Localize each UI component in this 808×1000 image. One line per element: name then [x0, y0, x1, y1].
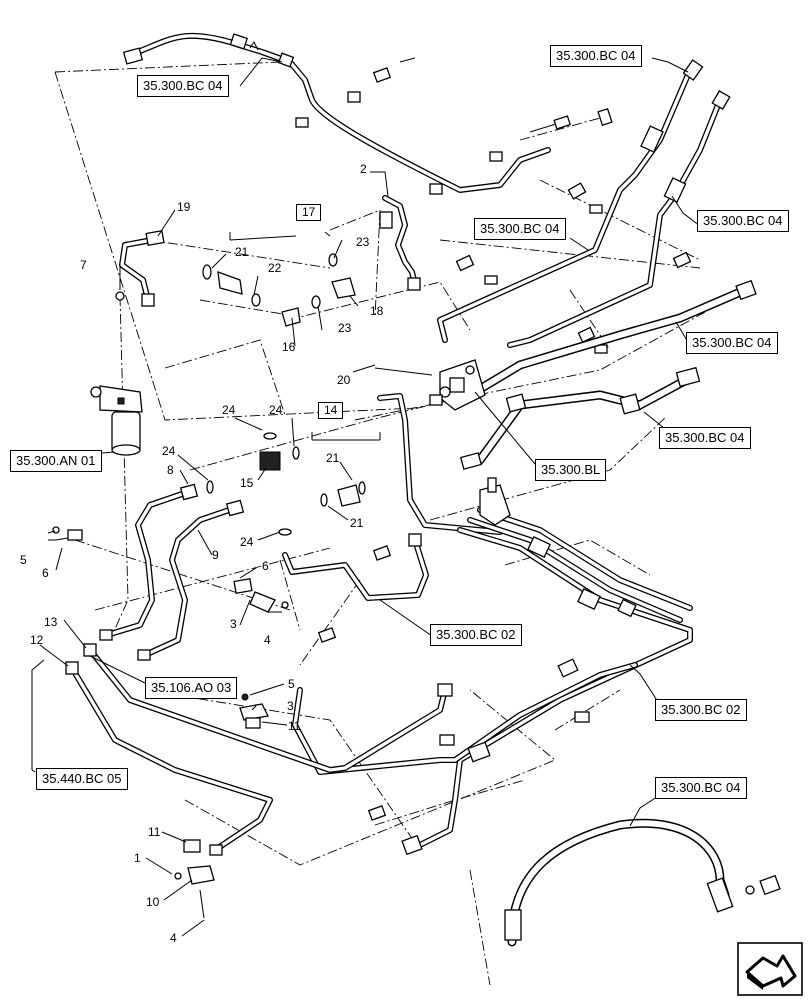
ref-bc04-right-lower[interactable]: 35.300.BC 04: [659, 427, 751, 449]
next-page-arrow-icon[interactable]: [737, 942, 803, 996]
callout-12: 12: [30, 633, 44, 647]
leader-lines: [31, 57, 701, 937]
part-2-tube: [379, 195, 421, 291]
ref-bc02-right[interactable]: 35.300.BC 02: [655, 699, 747, 721]
callout-5-center: 5: [288, 677, 295, 691]
top-tube-assembly: [122, 32, 551, 193]
fittings-group-17: [115, 229, 356, 327]
tube-bc02-center: [282, 533, 429, 643]
ref-bc04-top-left[interactable]: 35.300.BC 04: [137, 75, 229, 97]
lower-long-tubes: [65, 643, 453, 856]
callout-6-center: 6: [262, 559, 269, 573]
callout-15: 15: [240, 476, 254, 490]
callout-20: 20: [337, 373, 351, 387]
top-tube-clamps: [295, 57, 692, 354]
callout-18: 18: [370, 304, 384, 318]
callout-24-b: 24: [269, 403, 283, 417]
brackets-clamps: [52, 526, 289, 919]
callout-13: 13: [44, 615, 58, 629]
ref-bc04-right-mid[interactable]: 35.300.BC 04: [686, 332, 778, 354]
callout-23-top: 23: [356, 235, 370, 249]
callout-5-left: 5: [20, 553, 27, 567]
ref-bc02-center[interactable]: 35.300.BC 02: [430, 624, 522, 646]
callout-11-lower: 11: [148, 825, 161, 839]
tubes-8-9: [99, 483, 245, 661]
callout-19: 19: [177, 200, 191, 214]
callout-17: 17: [296, 204, 322, 221]
right-hoses: [437, 59, 757, 470]
filter-assembly: [90, 385, 143, 456]
callout-22: 22: [268, 261, 282, 275]
callout-4-center: 4: [264, 633, 271, 647]
callout-7: 7: [80, 258, 87, 272]
callout-21-low: 21: [350, 516, 364, 530]
ref-bc04-bottom[interactable]: 35.300.BC 04: [655, 777, 747, 799]
callout-4-lower: 4: [170, 931, 177, 945]
callout-24-c: 24: [162, 444, 176, 458]
ref-an01[interactable]: 35.300.AN 01: [10, 450, 102, 472]
callout-8: 8: [167, 463, 174, 477]
ref-bc04-mid[interactable]: 35.300.BC 04: [474, 218, 566, 240]
callout-21-top: 21: [235, 245, 249, 259]
part-15-fitting: [206, 432, 366, 536]
callout-3-center: 3: [230, 617, 237, 631]
callout-3-lower: 3: [287, 699, 294, 713]
callout-24-a: 24: [222, 403, 236, 417]
callout-9: 9: [212, 548, 219, 562]
valve-block: [374, 359, 486, 411]
callout-1: 1: [134, 851, 141, 865]
ref-440-bc05[interactable]: 35.440.BC 05: [36, 768, 128, 790]
callout-10: 10: [146, 895, 160, 909]
callout-21-mid: 21: [326, 451, 340, 465]
ref-106-ao03[interactable]: 35.106.AO 03: [145, 677, 238, 699]
manifold-lines: [292, 393, 693, 856]
callout-11-center: 11: [288, 719, 301, 733]
callout-24-d: 24: [240, 535, 254, 549]
callout-14: 14: [318, 402, 344, 419]
ref-bc04-right-upper[interactable]: 35.300.BC 04: [697, 210, 789, 232]
ref-bc04-top-right[interactable]: 35.300.BC 04: [550, 45, 642, 67]
callout-2: 2: [360, 162, 367, 176]
ref-bl[interactable]: 35.300.BL: [535, 459, 607, 481]
guide-lines: [54, 61, 746, 986]
lower-right-hose: [504, 818, 781, 947]
callout-6-left: 6: [42, 566, 49, 580]
callout-23-bottom: 23: [338, 321, 352, 335]
callout-16: 16: [282, 340, 296, 354]
